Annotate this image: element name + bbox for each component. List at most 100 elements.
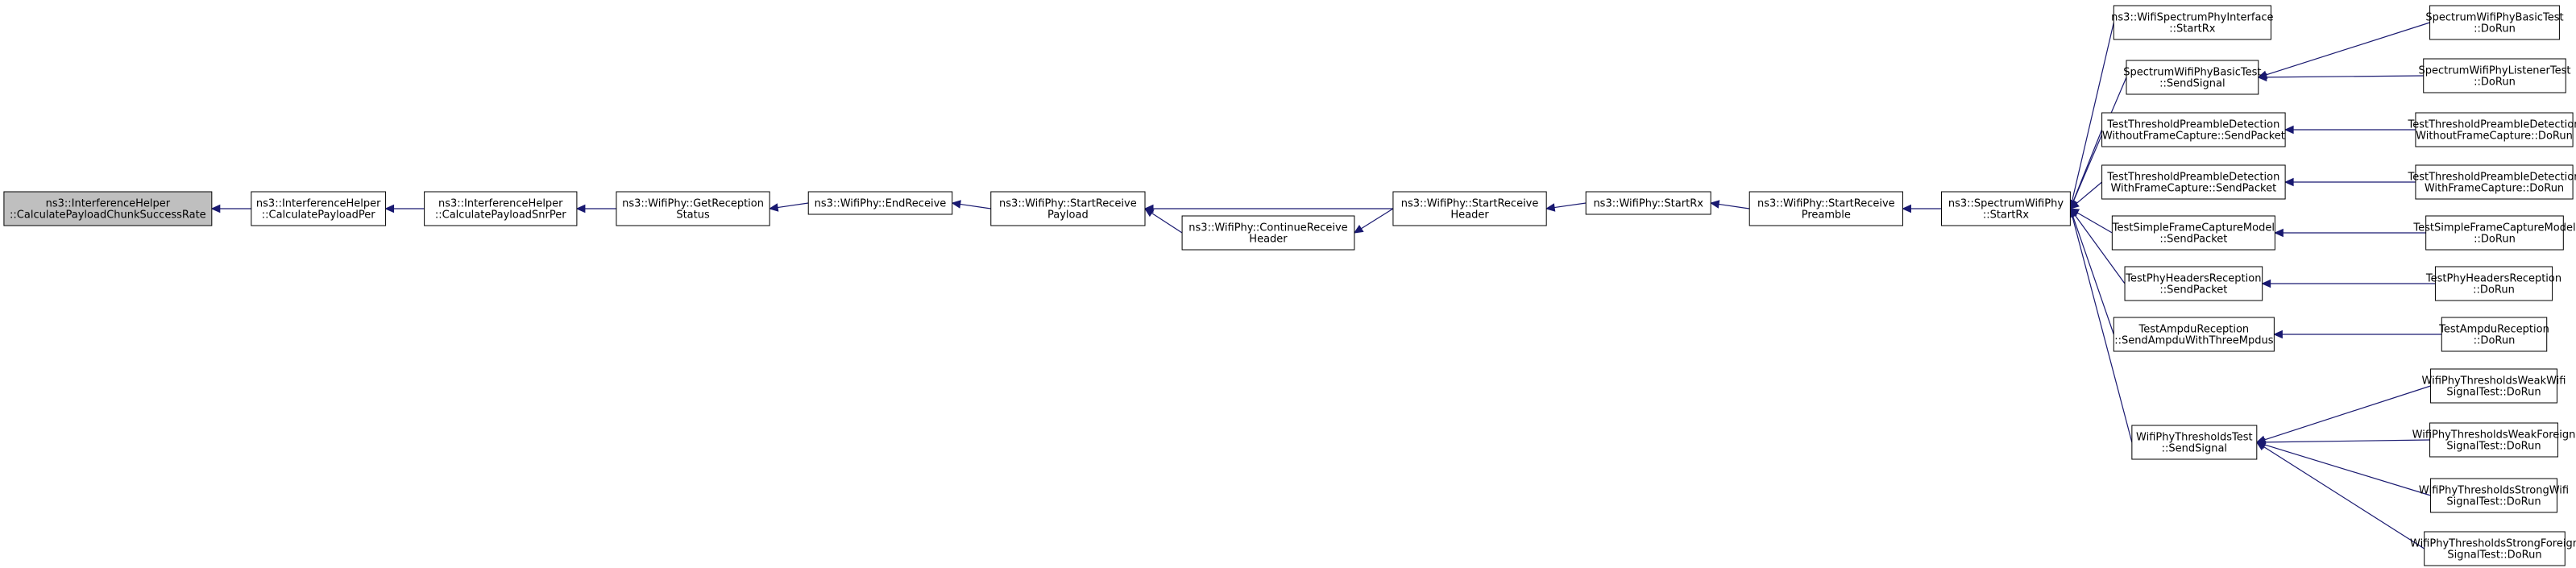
node-box <box>2415 164 2574 200</box>
node-label-line: ns3::WifiPhy::ContinueReceive <box>1188 222 1347 234</box>
edge-line <box>2264 385 2431 441</box>
call-edge <box>1709 200 1750 209</box>
node-label-line: ns3::WifiPhy::EndReceive <box>815 198 947 210</box>
graph-node[interactable]: TestThresholdPreambleDetectionWithFrameC… <box>2408 164 2576 200</box>
node-box <box>2131 425 2258 460</box>
call-edge <box>575 204 616 214</box>
call-edge <box>1143 204 1393 214</box>
node-label-line: SignalTest::DoRun <box>2446 441 2541 453</box>
node-label-line: TestPhyHeadersReception <box>2425 273 2561 285</box>
node-label-line: ns3::WifiPhy::StartReceive <box>1401 198 1539 210</box>
node-label-line: SpectrumWifiPhyBasicTest <box>2425 12 2563 24</box>
call-edge <box>384 204 425 214</box>
call-edge <box>2273 330 2442 339</box>
graph-node[interactable]: ns3::InterferenceHelper::CalculatePayloa… <box>251 191 387 226</box>
node-box <box>2126 60 2259 95</box>
node-label-line: WifiPhyThresholdsTest <box>2136 432 2253 444</box>
node-label-line: ::StartRx <box>2169 23 2216 35</box>
node-label-line: TestThresholdPreambleDetection <box>2106 172 2279 184</box>
edge-arrowhead <box>1709 200 1720 209</box>
graph-node[interactable]: TestThresholdPreambleDetectionWithFrameC… <box>2101 164 2286 200</box>
node-label-line: TestAmpduReception <box>2438 324 2549 336</box>
edge-arrowhead <box>1545 203 1556 212</box>
graph-node[interactable]: SpectrumWifiPhyBasicTest::SendSignal <box>2123 60 2261 95</box>
edge-arrowhead <box>2261 279 2271 288</box>
graph-node[interactable]: ns3::SpectrumWifiPhy::StartRx <box>1941 191 2071 226</box>
call-edge <box>2257 73 2424 82</box>
node-label-line: WithFrameCapture::SendPacket <box>2110 183 2276 195</box>
node-label-line: SignalTest::DoRun <box>2447 549 2541 562</box>
graph-node[interactable]: WifiPhyThresholdsStrongWifiSignalTest::D… <box>2419 478 2569 513</box>
node-box <box>1748 191 1903 226</box>
node-label-line: ::DoRun <box>2473 284 2515 296</box>
graph-node: ns3::InterferenceHelper::CalculatePayloa… <box>3 191 213 226</box>
graph-node[interactable]: TestPhyHeadersReception::DoRun <box>2425 266 2561 301</box>
graph-node[interactable]: ns3::WifiPhy::StartRx <box>1585 191 1711 215</box>
graph-node[interactable]: SpectrumWifiPhyBasicTest::DoRun <box>2425 5 2564 40</box>
call-edge <box>210 204 251 214</box>
call-edge <box>951 200 991 209</box>
edge-line <box>2266 22 2430 76</box>
node-label-line: ns3::WifiSpectrumPhyInterface <box>2111 12 2273 24</box>
graph-node[interactable]: TestAmpduReception::DoRun <box>2438 317 2549 352</box>
graph-node[interactable]: WifiPhyThresholdsWeakForeignSignalTest::… <box>2412 422 2576 458</box>
node-box <box>2415 112 2574 147</box>
graph-node[interactable]: ns3::WifiSpectrumPhyInterface::StartRx <box>2111 5 2274 40</box>
node-box <box>2429 5 2560 40</box>
graph-node[interactable]: WifiPhyThresholdsStrongForeignSignalTest… <box>2410 531 2576 566</box>
graph-node[interactable]: TestAmpduReception::SendAmpduWithThreeMp… <box>2113 317 2275 352</box>
node-box <box>2430 478 2557 513</box>
node-label-line: TestPhyHeadersReception <box>2125 273 2261 285</box>
graph-node[interactable]: WifiPhyThresholdsTest::SendSignal <box>2131 425 2258 460</box>
node-box <box>1392 191 1547 226</box>
node-label-line: SpectrumWifiPhyBasicTest <box>2123 67 2261 79</box>
graph-node[interactable]: ns3::InterferenceHelper::CalculatePayloa… <box>424 191 578 226</box>
graph-node[interactable]: TestThresholdPreambleDetectionWithoutFra… <box>2408 112 2576 147</box>
node-label-line: WifiPhyThresholdsStrongWifi <box>2419 485 2569 497</box>
node-label-line: ns3::InterferenceHelper <box>256 198 381 210</box>
node-label-line: TestSimpleFrameCaptureModel <box>2412 222 2575 234</box>
node-box <box>3 191 213 226</box>
edge-line <box>1718 203 1750 209</box>
call-edge <box>2255 441 2431 496</box>
edge-line <box>2264 444 2431 496</box>
node-label-line: ::CalculatePayloadChunkSuccessRate <box>10 209 206 222</box>
call-edge <box>2068 207 2114 335</box>
edge-arrowhead <box>2069 200 2080 209</box>
node-box <box>2111 215 2275 251</box>
graph-node[interactable]: WifiPhyThresholdsWeakWifiSignalTest::DoR… <box>2422 368 2566 404</box>
graph-node[interactable]: SpectrumWifiPhyListenerTest::DoRun <box>2418 58 2571 93</box>
edge-arrowhead <box>1353 224 1364 234</box>
nodes-layer: ns3::InterferenceHelper::CalculatePayloa… <box>3 5 2576 566</box>
graph-node[interactable]: TestSimpleFrameCaptureModel::SendPacket <box>2111 215 2275 251</box>
node-label-line: ::StartRx <box>1983 209 2030 222</box>
call-edge <box>2274 228 2426 238</box>
node-label-line: ns3::InterferenceHelper <box>438 198 563 210</box>
node-label-line: WifiPhyThresholdsStrongForeign <box>2410 538 2576 550</box>
node-label-line: TestThresholdPreambleDetection <box>2408 119 2576 131</box>
node-label-line: WifiPhyThresholdsWeakWifi <box>2422 375 2566 388</box>
graph-node[interactable]: TestSimpleFrameCaptureModel::DoRun <box>2412 215 2576 251</box>
node-label-line: ns3::WifiPhy::GetReception <box>622 198 764 210</box>
edge-line <box>2072 216 2133 443</box>
node-label-line: WithoutFrameCapture::SendPacket <box>2102 131 2285 143</box>
graph-node[interactable]: TestThresholdPreambleDetectionWithoutFra… <box>2101 112 2286 147</box>
node-box <box>1585 191 1711 215</box>
call-edge <box>2284 125 2416 135</box>
node-label-line: Header <box>1450 209 1489 222</box>
graph-node[interactable]: ns3::WifiPhy::EndReceive <box>807 191 953 215</box>
node-label-line: ns3::SpectrumWifiPhy <box>1948 198 2064 210</box>
node-label-line: ::SendSignal <box>2159 78 2225 90</box>
node-label-line: SignalTest::DoRun <box>2446 387 2541 399</box>
node-box <box>2101 164 2286 200</box>
graph-node[interactable]: TestPhyHeadersReception::SendPacket <box>2124 266 2263 301</box>
edges-layer <box>210 22 2442 549</box>
node-label-line: WithoutFrameCapture::DoRun <box>2416 131 2573 143</box>
node-box <box>2113 5 2271 40</box>
node-box <box>2429 422 2558 458</box>
